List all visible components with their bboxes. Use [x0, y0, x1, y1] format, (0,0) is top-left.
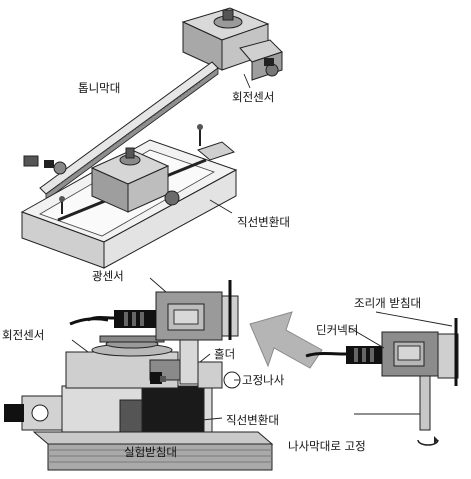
label-din-connector: 딘커넥터 — [316, 323, 358, 337]
direction-arrow — [249, 311, 323, 369]
label-linear-converter-top: 직선변환대 — [237, 215, 290, 229]
label-rotary-sensor-top: 회전센서 — [232, 90, 274, 104]
holder — [150, 339, 241, 389]
label-experiment-stand: 실험받침대 — [124, 445, 177, 459]
light-sensor — [87, 280, 239, 341]
label-light-sensor: 광센서 — [92, 269, 124, 283]
label-linear-converter-bottom: 직선변환대 — [226, 413, 279, 427]
label-rotary-sensor-bottom: 회전센서 — [2, 328, 44, 342]
label-fixing-screw: 고정나사 — [242, 373, 285, 387]
top-linear-converter — [20, 124, 238, 269]
label-toothed-bar: 톱니막대 — [78, 81, 120, 95]
label-holder: 홀더 — [214, 347, 235, 361]
label-fix-with-screw-bar: 나사막대로 고정 — [288, 439, 366, 453]
experiment-stand — [32, 431, 274, 471]
bottom-linear-converter — [61, 385, 213, 433]
label-jaw-support: 조리개 받침대 — [354, 296, 421, 310]
right-light-sensor-assembly — [305, 318, 459, 446]
leader-lines — [71, 73, 453, 421]
top-rotary-sensor-assembly — [181, 7, 283, 81]
